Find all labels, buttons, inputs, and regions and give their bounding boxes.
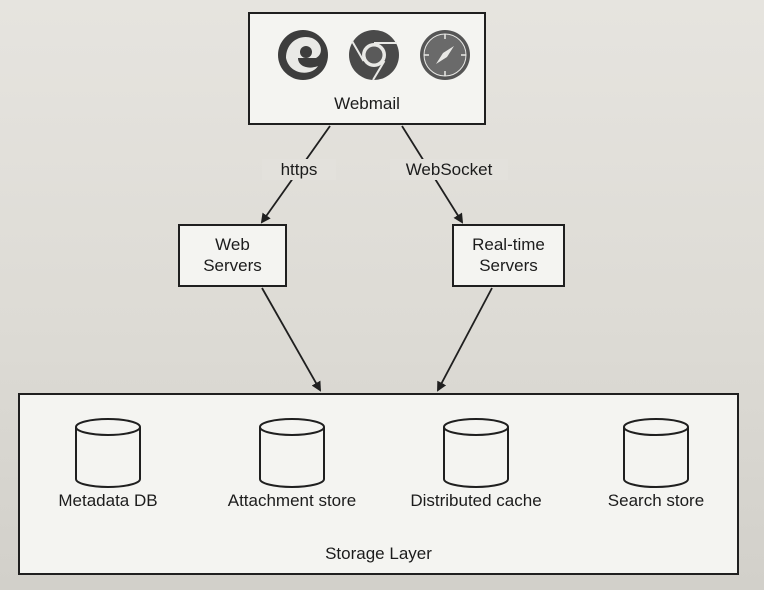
webmail-label: Webmail (334, 94, 400, 113)
distributed-cache-icon (442, 417, 510, 489)
realtime-servers-box: Real-time Servers (452, 224, 565, 287)
edge-icon (276, 28, 330, 82)
attachment-store-icon (258, 417, 326, 489)
chrome-icon (347, 28, 401, 82)
storage-item-label: Distributed cache (410, 491, 542, 510)
web-to-storage-arrow (261, 287, 321, 392)
https-label: https (262, 159, 336, 180)
webmail-client-box: Webmail (248, 12, 486, 125)
realtime-servers-label: Real-time Servers (472, 235, 545, 275)
storage-item-label: Attachment store (227, 491, 357, 510)
storage-layer-label: Storage Layer (325, 544, 432, 563)
storage-layer-box: Metadata DB Attachment store Distributed… (18, 393, 739, 575)
websocket-label: WebSocket (390, 159, 508, 180)
storage-item-label: Search store (607, 491, 705, 510)
metadata-db-icon (74, 417, 142, 489)
safari-icon (418, 28, 472, 82)
storage-item-label: Metadata DB (58, 491, 158, 510)
web-servers-label: Web Servers (203, 235, 262, 275)
search-store-icon (622, 417, 690, 489)
web-servers-box: Web Servers (178, 224, 287, 287)
realtime-to-storage-arrow (437, 287, 493, 392)
